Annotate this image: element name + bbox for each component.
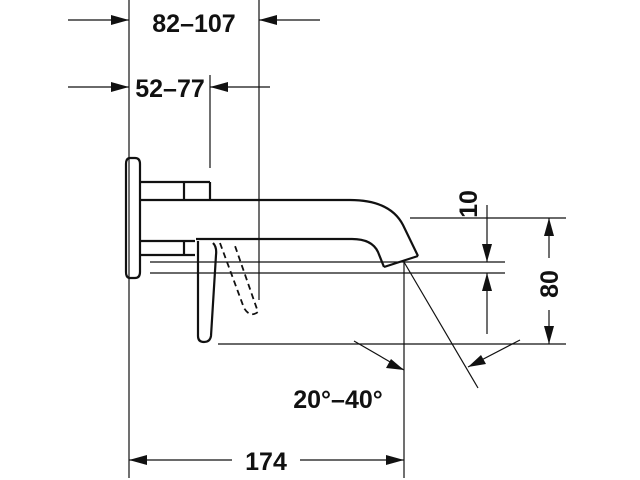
label-overall-projection: 82–107 [152,10,235,38]
label-body-projection: 52–77 [135,75,205,103]
label-outlet-height: 10 [455,190,483,218]
dimension-angle-range: 20°–40° [293,261,521,414]
dimension-lever-drop: 80 [536,218,564,344]
spout [184,198,419,269]
dimension-outlet-height: 10 [455,190,492,334]
lever-alternate-position [219,242,260,316]
dimension-spout-reach: 174 [129,448,404,476]
label-spout-reach: 174 [245,448,287,476]
lever-handle [196,241,218,344]
dimension-body-projection: 52–77 [68,75,270,103]
wall-rosette [124,156,142,280]
mixer-body [140,180,212,257]
label-angle-range: 20°–40° [293,386,383,414]
label-lever-drop: 80 [536,270,564,298]
dimension-overall-projection: 82–107 [68,10,320,38]
